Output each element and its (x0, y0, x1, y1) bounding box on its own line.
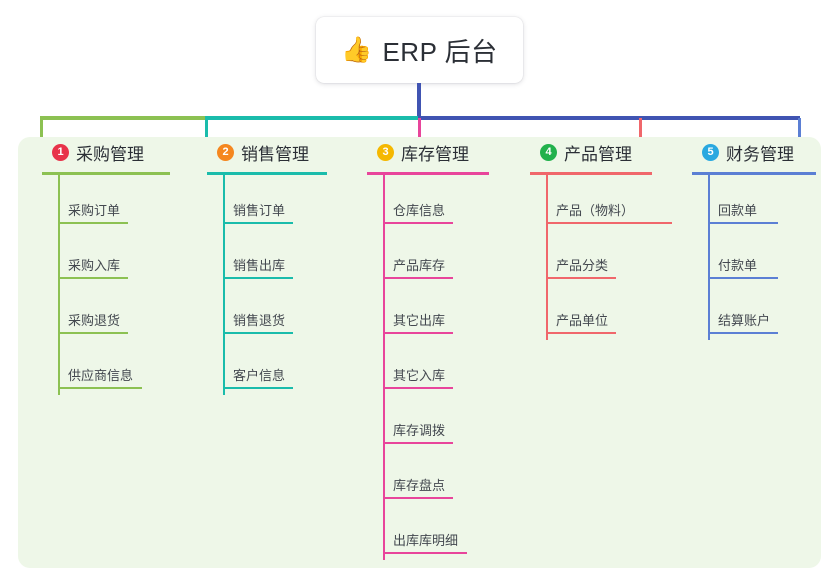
module-column-5: 5 财务管理回款单付款单结算账户 (680, 137, 816, 340)
submodule-label: 采购退货 (68, 313, 121, 328)
module-badge-3: 3 (377, 143, 394, 161)
module-badge-1: 1 (52, 143, 69, 161)
submodule-underline (58, 222, 128, 224)
module-header-1[interactable]: 1 采购管理 (30, 137, 144, 167)
submodule-underline (58, 332, 128, 334)
submodule-underline (546, 222, 672, 224)
module-header-5[interactable]: 5 财务管理 (680, 137, 794, 167)
module-column-2: 2 销售管理销售订单销售出库销售退货客户信息 (195, 137, 327, 395)
module-badge-2: 2 (217, 143, 234, 161)
submodule-underline (546, 332, 616, 334)
submodule-underline (383, 277, 453, 279)
module-underline-1 (42, 172, 170, 175)
connector-segment-3 (418, 116, 800, 120)
submodule-label: 销售退货 (233, 313, 286, 328)
submodule-label: 采购入库 (68, 258, 121, 273)
connector-drop-5 (798, 118, 801, 141)
connector-segment-1 (40, 116, 206, 120)
module-underline-5 (692, 172, 816, 175)
submodule-underline (383, 552, 467, 554)
module-underline-4 (530, 172, 652, 175)
module-title-5: 财务管理 (726, 144, 794, 164)
submodule-label: 产品（物料） (556, 203, 635, 218)
module-underline-2 (207, 172, 327, 175)
submodule-underline (383, 222, 453, 224)
connector-segment-2 (205, 116, 419, 120)
trunk-vertical-line (417, 83, 421, 118)
submodule-underline (223, 222, 293, 224)
submodule-label: 回款单 (718, 203, 758, 218)
submodule-underline (708, 222, 778, 224)
module-column-4: 4 产品管理产品（物料） 产品分类产品单位 (518, 137, 672, 340)
submodule-label: 付款单 (718, 258, 758, 273)
submodule-underline (223, 332, 293, 334)
connector-drop-4 (639, 118, 642, 141)
connector-drop-1 (40, 118, 43, 141)
module-badge-4: 4 (540, 143, 557, 161)
thumbs-up-icon: 👍 (341, 35, 373, 64)
module-column-3: 3 库存管理仓库信息产品库存其它出库其它入库库存调拨库存盘点出库库明细 (355, 137, 489, 560)
module-column-1: 1 采购管理采购订单采购入库采购退货供应商信息 (30, 137, 170, 395)
submodule-label: 销售出库 (233, 258, 286, 273)
submodule-label: 库存盘点 (393, 478, 446, 493)
submodule-label: 其它出库 (393, 313, 446, 328)
root-title-card: 👍 ERP 后台 (316, 17, 523, 83)
submodule-label: 结算账户 (718, 313, 771, 328)
module-spine-4 (546, 173, 548, 340)
module-spine-3 (383, 173, 385, 560)
module-spine-2 (223, 173, 225, 395)
module-title-1: 采购管理 (76, 144, 144, 164)
submodule-label: 销售订单 (233, 203, 286, 218)
module-spine-5 (708, 173, 710, 340)
submodule-label: 其它入库 (393, 368, 446, 383)
module-underline-3 (367, 172, 489, 175)
page-title: ERP 后台 (382, 36, 498, 67)
submodule-label: 供应商信息 (68, 368, 134, 383)
module-title-3: 库存管理 (401, 144, 469, 164)
module-header-4[interactable]: 4 产品管理 (518, 137, 632, 167)
submodule-underline (383, 442, 453, 444)
submodule-underline (546, 277, 616, 279)
submodule-label: 库存调拨 (393, 423, 446, 438)
submodule-underline (383, 332, 453, 334)
module-spine-1 (58, 173, 60, 395)
submodule-underline (58, 387, 142, 389)
submodule-label: 产品分类 (556, 258, 609, 273)
modules-panel: 1 采购管理采购订单采购入库采购退货供应商信息 2 销售管理销售订单销售出库销售退货客… (18, 137, 821, 568)
module-header-3[interactable]: 3 库存管理 (355, 137, 469, 167)
module-header-2[interactable]: 2 销售管理 (195, 137, 309, 167)
submodule-label: 产品库存 (393, 258, 446, 273)
connector-drop-2 (205, 118, 208, 141)
submodule-label: 仓库信息 (393, 203, 446, 218)
submodule-underline (708, 332, 778, 334)
submodule-underline (223, 387, 293, 389)
submodule-underline (383, 497, 453, 499)
submodule-label: 客户信息 (233, 368, 286, 383)
submodule-label: 产品单位 (556, 313, 609, 328)
module-title-4: 产品管理 (564, 144, 632, 164)
submodule-underline (223, 277, 293, 279)
connector-drop-3 (418, 118, 421, 141)
module-badge-5: 5 (702, 143, 719, 161)
submodule-underline (383, 387, 453, 389)
submodule-label: 采购订单 (68, 203, 121, 218)
submodule-label: 出库库明细 (393, 533, 459, 548)
submodule-underline (58, 277, 128, 279)
submodule-underline (708, 277, 778, 279)
module-title-2: 销售管理 (241, 144, 309, 164)
